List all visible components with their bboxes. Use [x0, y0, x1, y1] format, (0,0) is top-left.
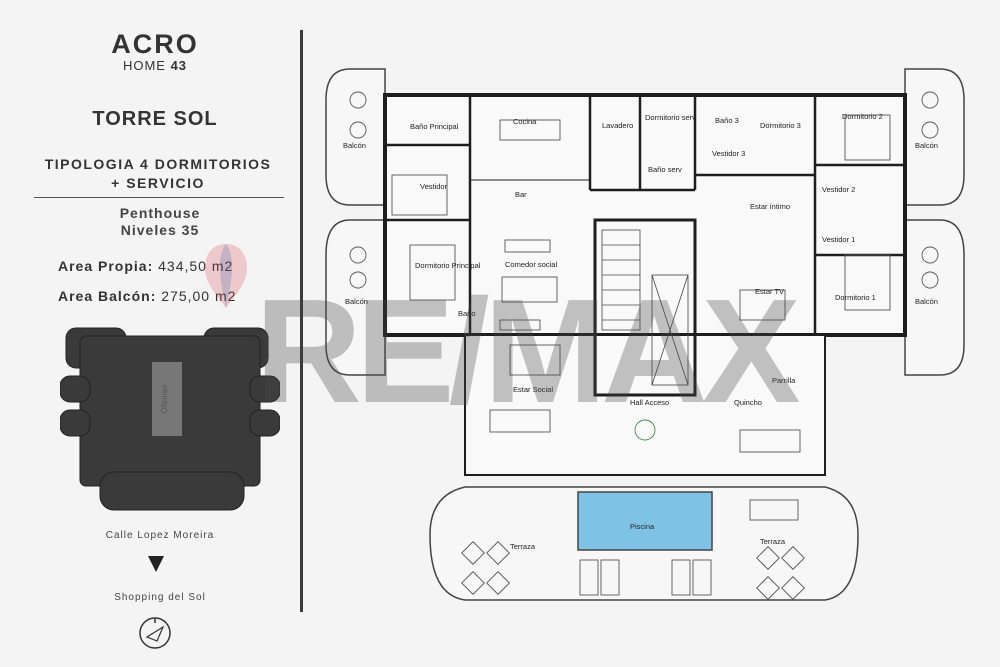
- room-quincho: Quincho: [734, 398, 762, 407]
- area-propia: Area Propia: 434,50 m2: [58, 258, 288, 274]
- unit-type: Penthouse: [119, 205, 201, 221]
- unit-info: Penthouse Niveles 35: [60, 205, 260, 239]
- site-building-label: Oficinas: [160, 385, 169, 414]
- room-bano-principal: Baño Principal: [410, 122, 459, 131]
- room-dormitorio-principal: Dormitorio Principal: [415, 261, 481, 270]
- room-dormitorio-serv: Dormitorio serv: [645, 113, 696, 122]
- info-panel: ACRO HOME 43 TORRE SOL TIPOLOGIA 4 DORMI…: [0, 0, 300, 667]
- divider-line: [34, 197, 284, 198]
- street-name: Calle Lopez Moreira: [105, 530, 215, 541]
- unit-levels: Niveles 35: [120, 222, 200, 238]
- room-dormitorio2: Dormitorio 2: [842, 112, 883, 121]
- room-balcon-left-mid: Balcón: [345, 297, 368, 306]
- room-estar-tv: Estar TV: [755, 287, 785, 296]
- area-balcon: Area Balcón: 275,00 m2: [58, 288, 288, 304]
- room-piscina: Piscina: [630, 522, 655, 531]
- pool: [577, 491, 713, 551]
- room-estar-intimo: Estar íntimo: [750, 202, 791, 211]
- social-area: [464, 334, 826, 476]
- room-hall-acceso: Hall Acceso: [630, 398, 670, 407]
- brand-name: ACRO: [111, 29, 199, 59]
- room-estar-social: Estar Social: [513, 385, 554, 394]
- room-dormitorio1: Dormitorio 1: [835, 293, 876, 302]
- room-dormitorio3: Dormitorio 3: [760, 121, 801, 130]
- room-balcon-right-mid: Balcón: [915, 297, 938, 306]
- balcony-left-top: [325, 68, 386, 206]
- room-comedor-social: Comedor social: [505, 260, 558, 269]
- room-balcon-left-top: Balcón: [343, 141, 366, 150]
- balloon-logo-icon: [205, 244, 247, 308]
- area-propia-label: Area Propia:: [58, 258, 154, 274]
- area-propia-value: 434,50 m2: [158, 258, 234, 274]
- brand-sub-number: 43: [170, 58, 188, 73]
- brand-logo: ACRO HOME 43: [60, 30, 250, 73]
- room-vestidor3: Vestidor 3: [712, 149, 746, 158]
- arrow-down-icon: [148, 556, 164, 572]
- room-bano-serv: Baño serv: [648, 165, 682, 174]
- room-terraza-left: Terraza: [510, 542, 536, 551]
- room-cocina: Cocina: [513, 117, 537, 126]
- balcony-right-mid: [904, 219, 965, 376]
- tipologia-line2: + SERVICIO: [111, 175, 205, 191]
- watermark: RE/MAX: [255, 269, 801, 434]
- tipologia-title: TIPOLOGIA 4 DORMITORIOS + SERVICIO: [28, 155, 288, 193]
- room-parrilla: Parrilla: [772, 376, 796, 385]
- room-balcon-right-top: Balcón: [915, 141, 938, 150]
- balcony-left-mid: [325, 219, 386, 376]
- area-balcon-label: Area Balcón:: [58, 288, 157, 304]
- tipologia-line1: TIPOLOGIA 4 DORMITORIOS: [44, 156, 272, 172]
- room-vestidor-principal: Vestidor: [420, 182, 448, 191]
- room-vestidor1: Vestidor 1: [822, 235, 856, 244]
- landmark-name: Shopping del Sol: [114, 592, 206, 603]
- floor-plan-drawing: [325, 68, 965, 601]
- room-terraza-right: Terraza: [760, 537, 786, 546]
- vertical-divider: [300, 30, 303, 612]
- site-plan: Oficinas: [60, 327, 280, 511]
- room-vestidor2: Vestidor 2: [822, 185, 856, 194]
- floor-plan: Baño Principal Cocina Lavadero Dormitori…: [310, 55, 990, 620]
- area-balcon-value: 275,00 m2: [161, 288, 237, 304]
- exterior-wall: [383, 93, 907, 337]
- brand-sub-prefix: HOME: [122, 58, 166, 73]
- brand-sub: HOME 43: [60, 58, 250, 73]
- room-bano-small: Baño: [458, 309, 476, 318]
- compass-icon: [139, 617, 171, 649]
- site-building: [152, 362, 182, 436]
- room-bar: Bar: [515, 190, 527, 199]
- tower-title: TORRE SOL: [92, 108, 218, 130]
- room-bano3: Baño 3: [715, 116, 739, 125]
- room-lavadero: Lavadero: [602, 121, 634, 130]
